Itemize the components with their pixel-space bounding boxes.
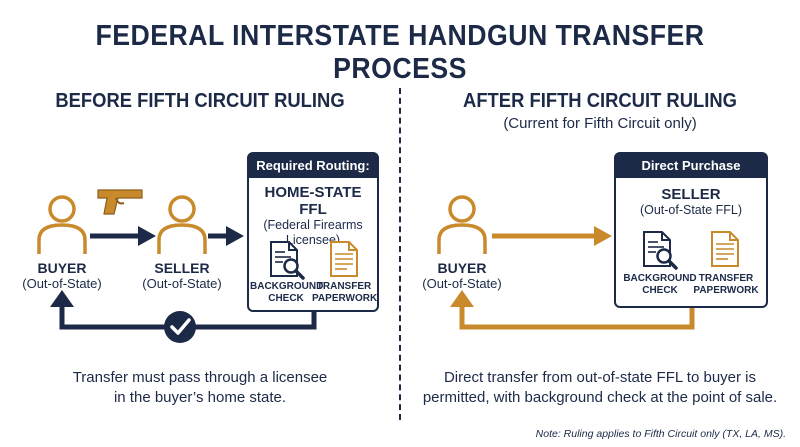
footnote: Note: Ruling applies to Fifth Circuit on…: [535, 428, 786, 440]
background-check-icon: [270, 241, 305, 280]
box-header: Required Routing:: [249, 154, 377, 178]
arrow-seller-to-buyer-head: [450, 290, 474, 307]
arrow-buyer-to-seller-direct-head: [594, 226, 612, 246]
arrow-ffl-to-buyer-head: [50, 290, 74, 307]
before-heading: BEFORE FIFTH CIRCUIT RULING: [55, 90, 345, 112]
after-heading: AFTER FIFTH CIRCUIT RULING: [463, 90, 737, 112]
arrow-seller-to-ffl-head: [226, 226, 244, 246]
after-subheading: (Current for Fifth Circuit only): [503, 115, 697, 132]
buyer-label-after: BUYER: [437, 260, 487, 276]
box-sub-line-1: (Federal Firearms: [263, 218, 363, 232]
page-title: FEDERAL INTERSTATE HANDGUN TRANSFER PROC…: [95, 20, 705, 85]
box-title: HOME-STATE FFL: [264, 184, 362, 218]
buyer-sub-after: (Out-of-State): [422, 276, 502, 291]
seller-sub: (Out-of-State): [142, 276, 222, 291]
buyer-label: BUYER: [37, 260, 87, 276]
handgun-icon: [97, 189, 143, 215]
before-flow-arrows: [50, 226, 317, 343]
seller-label: SELLER: [154, 260, 210, 276]
box-sub-after: (Out-of-State FFL): [639, 203, 743, 217]
transfer-paperwork-icon-after: [711, 231, 739, 267]
checkmark-icon: [170, 318, 191, 335]
section-divider: [399, 88, 401, 420]
box-title-after: SELLER: [661, 186, 721, 203]
seller-person-icon: [157, 195, 207, 254]
buyer-person-icon: [37, 195, 87, 254]
background-check-icon-after: [643, 231, 678, 270]
after-caption: Direct transfer from out-of-state FFL to…: [422, 369, 778, 407]
checkmark-badge: [164, 311, 196, 343]
before-caption: Transfer must pass through a licensee in…: [72, 369, 328, 407]
buyer-person-icon-after: [437, 195, 487, 254]
arrow-buyer-to-seller-head: [138, 226, 156, 246]
box-sub-line-2: Licensee): [285, 233, 341, 247]
after-flow-arrows: [450, 226, 695, 330]
arrow-seller-to-buyer: [459, 305, 695, 330]
box-header-after: Direct Purchase (Allowed):: [616, 154, 766, 197]
buyer-sub: (Out-of-State): [22, 276, 102, 291]
out-of-state-seller-box: Direct Purchase (Allowed): SELLER (Out-o…: [614, 152, 768, 308]
transfer-paperwork-icon: [330, 241, 358, 277]
home-state-ffl-box: Required Routing: HOME-STATE FFL (Federa…: [247, 152, 379, 312]
